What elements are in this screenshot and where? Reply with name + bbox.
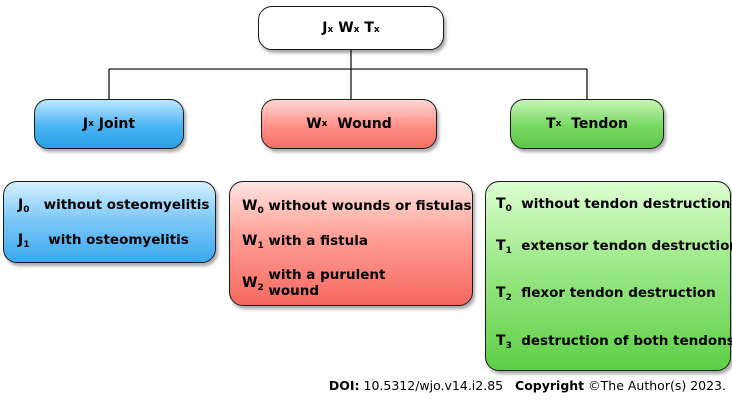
root-label: Jx Wx Tx bbox=[322, 20, 380, 36]
wound-detail-box: W0 without wounds or fistulas W1 with a … bbox=[229, 181, 473, 306]
tendon-header-label: Tendon bbox=[571, 116, 628, 132]
root-node: Jx Wx Tx bbox=[258, 6, 444, 50]
tendon-item-t3: T3 destruction of both tendons bbox=[496, 333, 732, 351]
wound-item-w0: W0 without wounds or fistulas bbox=[242, 198, 472, 216]
joint-item-j0: J0 without osteomyelitis bbox=[18, 197, 210, 215]
copyright-label: Copyright bbox=[515, 378, 585, 393]
citation-footer: DOI: 10.5312/wjo.v14.i2.85 Copyright ©Th… bbox=[300, 378, 726, 393]
wound-item-w1: W1 with a fistula bbox=[242, 233, 368, 251]
doi-value: 10.5312/wjo.v14.i2.85 bbox=[363, 378, 504, 393]
tendon-item-t1: T1 extensor tendon destruction bbox=[496, 238, 732, 256]
copyright-text: ©The Author(s) 2023. bbox=[588, 378, 726, 393]
wound-header-label: Wound bbox=[337, 116, 392, 132]
tendon-item-t2: T2 flexor tendon destruction bbox=[496, 285, 716, 303]
tendon-item-t0: T0 without tendon destruction bbox=[496, 196, 731, 214]
joint-item-j1: J1 with osteomyelitis bbox=[18, 232, 189, 250]
joint-header-label: Joint bbox=[98, 116, 136, 132]
tendon-detail-box: T0 without tendon destruction T1 extenso… bbox=[485, 181, 732, 371]
doi-label: DOI: bbox=[328, 378, 360, 393]
joint-detail-box: J0 without osteomyelitis J1 with osteomy… bbox=[3, 181, 216, 263]
